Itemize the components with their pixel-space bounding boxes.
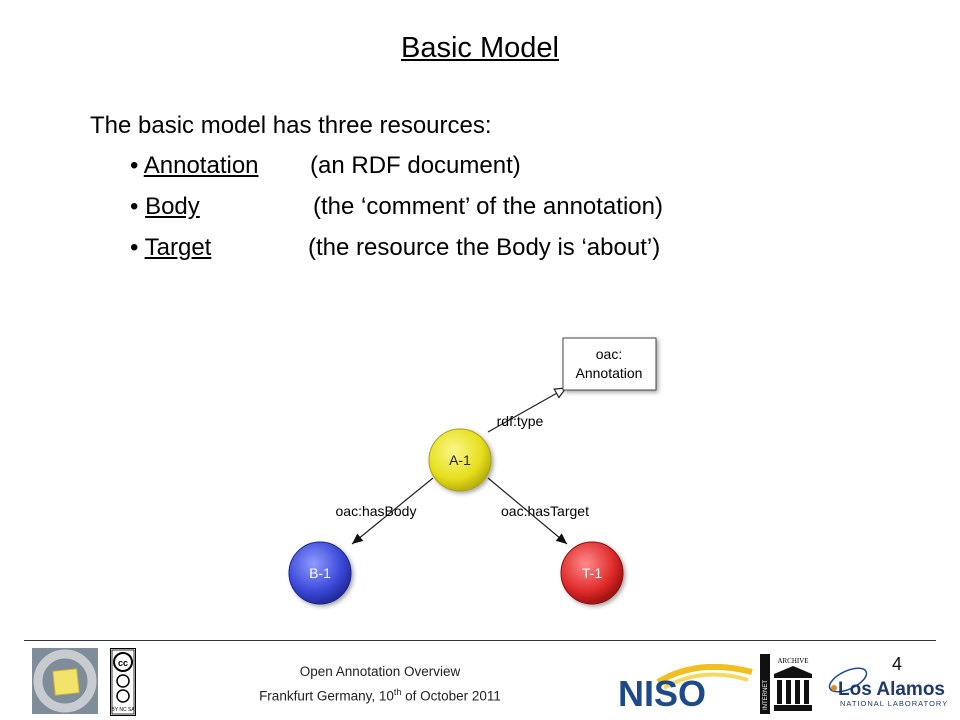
node-b1 bbox=[288, 541, 352, 605]
los-alamos-logo: Los Alamos NATIONAL LABORATORY bbox=[828, 667, 948, 708]
archive-side-text: INTERNET bbox=[763, 680, 769, 710]
intro-text: The basic model has three resources: bbox=[90, 112, 492, 139]
node-b1-label: B-1 bbox=[309, 565, 331, 581]
node-a1 bbox=[428, 428, 492, 492]
footer-line1: Open Annotation Overview bbox=[299, 664, 461, 679]
footer-line2-sup: th bbox=[393, 687, 402, 697]
page-number: 4 bbox=[892, 654, 903, 674]
oac-logo bbox=[32, 648, 98, 714]
class-box-line2: Annotation bbox=[576, 365, 643, 381]
footer-line2: Frankfurt Germany, 10th of October 2011 bbox=[200, 682, 560, 707]
bullet-annotation: • Annotation (an RDF document) bbox=[130, 152, 521, 180]
bullet-term: Target bbox=[144, 234, 212, 261]
cc-license-icon: cc BY NC SA bbox=[110, 648, 136, 716]
lanl-wordmark: Los Alamos bbox=[838, 679, 945, 700]
node-t1-label: T-1 bbox=[582, 565, 602, 581]
bullet-desc: (the ‘comment’ of the annotation) bbox=[313, 193, 663, 220]
class-box-annotation bbox=[562, 337, 657, 391]
edge-label-has-target: oac:hasTarget bbox=[501, 503, 589, 519]
bullet-body: • Body (the ‘comment’ of the annotation) bbox=[130, 193, 663, 221]
lanl-subtitle: NATIONAL LABORATORY bbox=[840, 699, 948, 708]
niso-logo: NISO bbox=[618, 664, 753, 714]
class-box-line1: oac: bbox=[596, 346, 622, 362]
bullet-desc: (an RDF document) bbox=[310, 152, 521, 179]
rdf-diagram: oac: Annotation rdf:type oac:hasBody oac… bbox=[288, 337, 657, 605]
bullet-marker: • bbox=[130, 193, 139, 220]
edge-has-body bbox=[351, 477, 434, 545]
svg-text:cc: cc bbox=[118, 658, 128, 668]
bullet-desc: (the resource the Body is ‘about’) bbox=[308, 234, 661, 261]
edge-has-target bbox=[487, 477, 568, 545]
bullet-target: • Target (the resource the Body is ‘abou… bbox=[130, 234, 660, 262]
footer-divider bbox=[24, 640, 936, 641]
bullet-term: Annotation bbox=[143, 152, 259, 179]
edge-label-has-body: oac:hasBody bbox=[336, 503, 417, 519]
footer-caption: Open Annotation Overview Frankfurt Germa… bbox=[200, 662, 560, 707]
footer-line2-prefix: Frankfurt Germany, 10 bbox=[259, 688, 394, 704]
cc-text: BY NC SA bbox=[111, 707, 135, 713]
edge-label-rdf-type: rdf:type bbox=[497, 413, 544, 429]
niso-wordmark: NISO bbox=[618, 673, 706, 714]
footer-line2-suffix: of October 2011 bbox=[401, 688, 501, 704]
archive-wordmark: ARCHIVE bbox=[777, 657, 808, 665]
node-a1-label: A-1 bbox=[449, 452, 471, 468]
bullet-marker: • bbox=[130, 152, 139, 179]
node-t1 bbox=[560, 541, 624, 605]
internet-archive-logo: INTERNET ARCHIVE bbox=[760, 654, 816, 714]
bullet-term: Body bbox=[145, 193, 200, 220]
edge-rdf-type bbox=[487, 387, 568, 433]
slide-title: Basic Model bbox=[401, 32, 559, 64]
bullet-marker: • bbox=[130, 234, 139, 261]
